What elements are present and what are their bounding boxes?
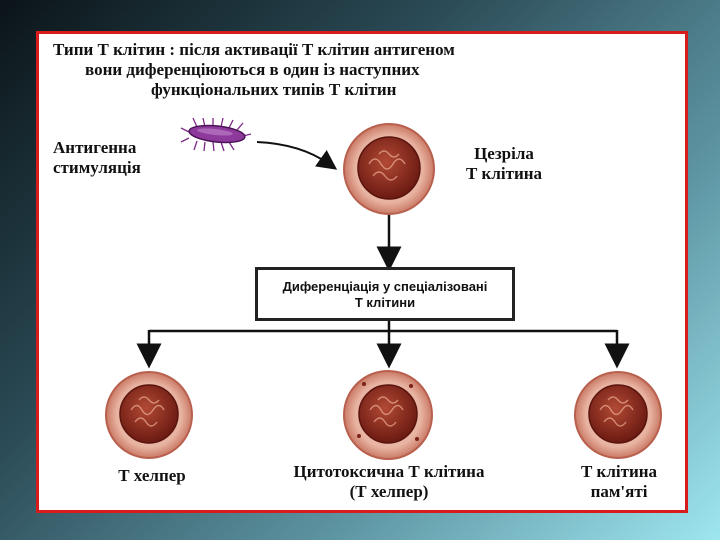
cytotoxic-t-cell-icon [343,370,433,460]
helper-t-cell-icon [105,371,193,459]
differentiation-box: Диференціація у спеціалізовані Т клітини [255,267,515,321]
naive-t-cell-icon [343,123,435,215]
branch-arrows [136,321,630,369]
helper-label: Т хелпер [118,466,186,485]
memory-t-cell-icon [574,371,662,459]
memory-label: Т клітина пам'яті [580,462,658,501]
bacterium-icon [180,117,252,152]
stimulation-arrow [256,141,338,170]
diagram-artwork [105,117,662,460]
slide-title: Типи Т клітин : після активації Т клітин… [53,40,613,100]
title-line-3: функціональних типів Т клітин [151,80,397,99]
antigen-label: Антигенна стимуляція [53,138,141,177]
title-line-2: вони диференціюються в один із наступних [85,60,420,79]
title-line-1: Типи Т клітин : після активації Т клітин… [53,40,455,59]
cytotoxic-label: Цитотоксична Т клітина (Т хелпер) [293,462,485,501]
slide-frame: Типи Т клітин : після активації Т клітин… [36,31,688,513]
naive-cell-label: Цезріла Т клітина [465,144,543,183]
